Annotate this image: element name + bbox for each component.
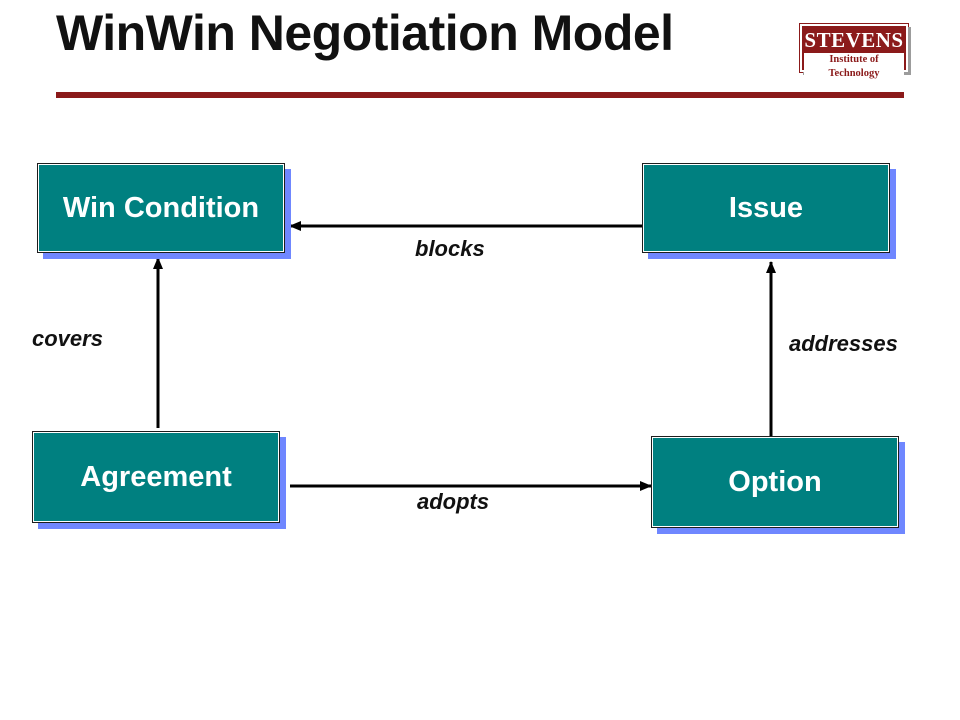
- stevens-logo: STEVENS Institute of Technology: [800, 24, 908, 81]
- page-title: WinWin Negotiation Model: [56, 5, 674, 61]
- win-condition-label: Win Condition: [62, 191, 260, 224]
- win-condition-node: Win Condition: [37, 163, 285, 253]
- title-divider: [56, 92, 904, 98]
- logo-subtitle: Institute of Technology: [804, 53, 904, 81]
- agreement-node: Agreement: [32, 431, 280, 523]
- blocks-label: blocks: [415, 236, 485, 261]
- option-node: Option: [651, 436, 899, 528]
- agreement-label: Agreement: [80, 460, 232, 493]
- option-label: Option: [728, 465, 822, 498]
- issue-node: Issue: [642, 163, 890, 253]
- adopts-label: adopts: [417, 489, 490, 514]
- logo-wordmark: STEVENS: [804, 28, 904, 52]
- issue-label: Issue: [728, 191, 804, 224]
- addresses-label: addresses: [789, 331, 898, 356]
- covers-label: covers: [32, 326, 103, 351]
